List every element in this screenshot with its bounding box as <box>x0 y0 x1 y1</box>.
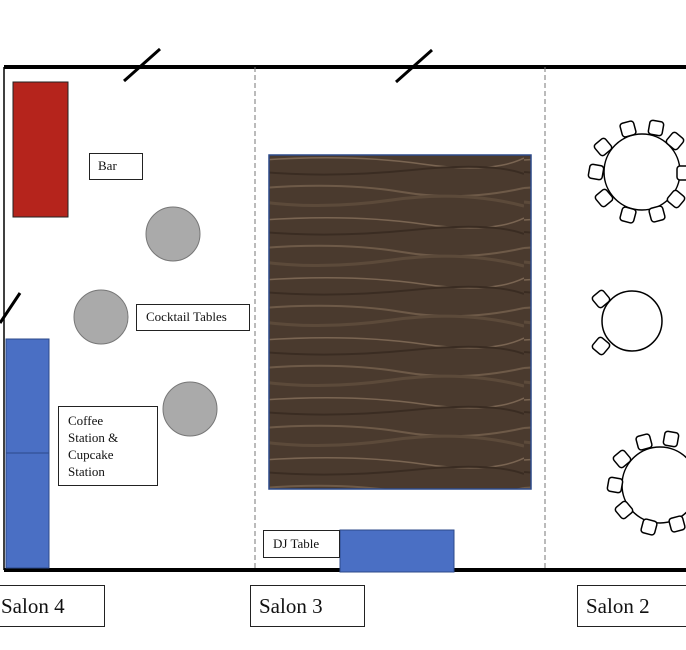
room-label-salon-4: Salon 4 <box>0 585 105 627</box>
cocktail-table <box>73 289 129 345</box>
dance-floor <box>268 154 532 490</box>
coffee-station <box>5 338 50 454</box>
dj-table-label: DJ Table <box>263 530 340 558</box>
bar-label: Bar <box>89 153 143 180</box>
room-label-salon-3: Salon 3 <box>250 585 365 627</box>
cocktail-table <box>162 381 218 437</box>
dj-table <box>339 529 455 573</box>
door-mark <box>123 47 161 83</box>
room-label-salon-2: Salon 2 <box>577 585 686 627</box>
round-table-large <box>587 119 686 224</box>
cocktail-tables-label: Cocktail Tables <box>136 304 250 331</box>
round-table-small <box>591 289 663 356</box>
cocktail-table <box>145 206 201 262</box>
bar-counter <box>12 81 69 218</box>
coffee-station-label: Coffee Station & Cupcake Station <box>58 406 158 486</box>
door-mark <box>395 48 433 84</box>
cupcake-station <box>5 452 50 569</box>
round-table-large <box>606 430 686 536</box>
door-mark <box>0 292 22 324</box>
